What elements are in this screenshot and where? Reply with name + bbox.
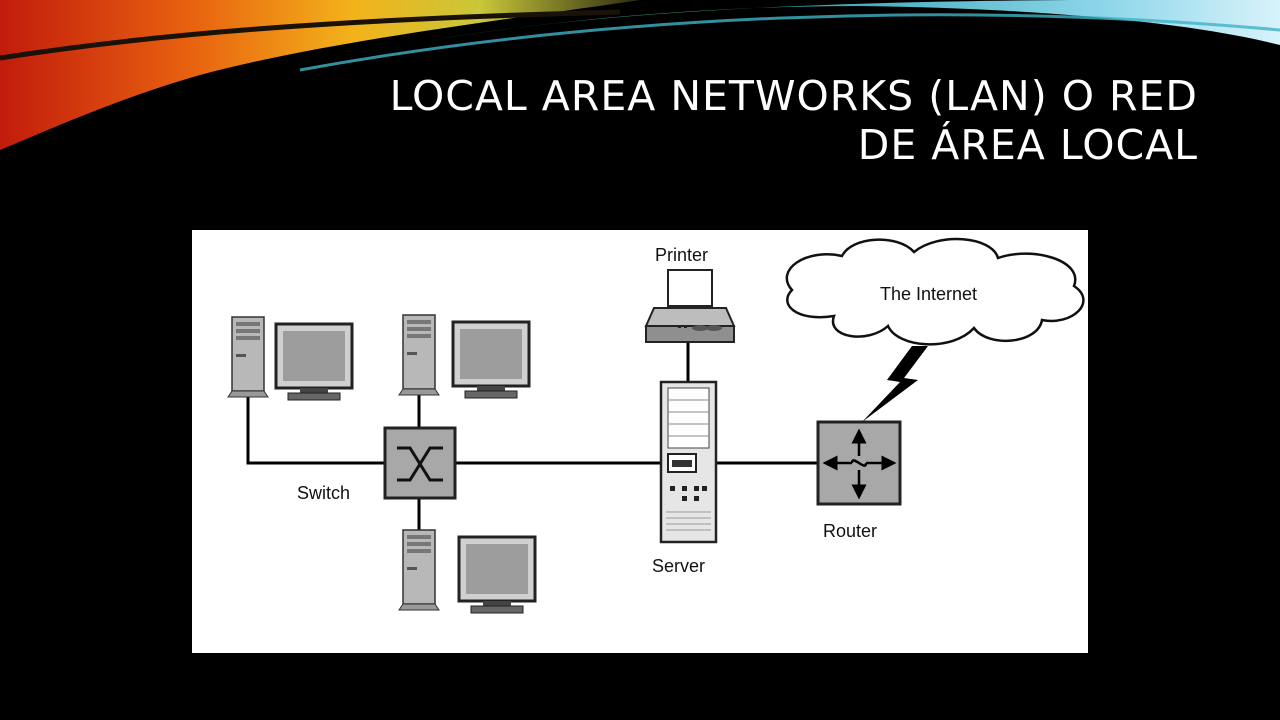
server-icon: [659, 380, 718, 544]
lan-diagram: Switch Printer: [192, 230, 1088, 653]
slide-title-line2: DE ÁREA LOCAL: [857, 121, 1198, 169]
slide-title: LOCAL AREA NETWORKS (LAN) O RED DE ÁREA …: [298, 72, 1198, 170]
monitor-icon: [457, 535, 537, 614]
printer-icon: [644, 269, 736, 343]
lightning-bolt-icon: [862, 346, 928, 422]
swoosh-cool-band: [430, 0, 1280, 45]
server-label: Server: [652, 556, 705, 576]
monitor-icon: [274, 322, 354, 401]
workstation-3: [398, 529, 537, 614]
tower-icon: [398, 529, 440, 611]
tower-icon: [398, 314, 440, 396]
internet-label: The Internet: [880, 284, 977, 304]
printer-label: Printer: [655, 245, 708, 265]
slide-title-line1: LOCAL AREA NETWORKS (LAN) O RED: [389, 72, 1198, 120]
swoosh-dark-line: [0, 9, 621, 61]
monitor-icon: [451, 320, 531, 399]
switch-label: Switch: [297, 483, 350, 503]
connection-lines: [246, 340, 818, 530]
tower-icon: [227, 316, 269, 398]
link-workstation1-switch: [246, 396, 387, 465]
decorative-swoosh: [0, 0, 1280, 150]
router-label: Router: [823, 521, 877, 541]
lan-diagram-svg: Switch Printer: [227, 237, 1085, 614]
internet-cloud-icon: [785, 237, 1085, 346]
switch-icon: [383, 426, 457, 500]
swoosh-teal-line: [299, 13, 1280, 72]
router-icon: [816, 420, 902, 506]
workstation-1: [227, 316, 354, 401]
workstation-2: [398, 314, 531, 399]
